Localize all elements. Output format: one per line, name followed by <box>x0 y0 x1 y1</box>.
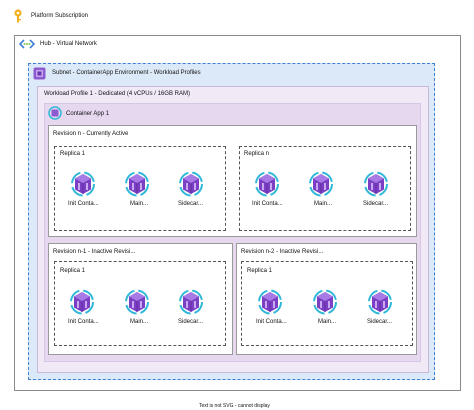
container-label: Sidecar... <box>367 319 393 325</box>
container-label: Main... <box>314 201 333 207</box>
container-icon <box>70 289 94 315</box>
replica-label: Replica 1 <box>60 151 86 157</box>
container-icon <box>368 289 392 315</box>
container-icon <box>309 171 333 197</box>
container-icon <box>179 171 203 197</box>
virtual-network-icon <box>19 39 35 49</box>
container-icon <box>125 171 149 197</box>
container-label: Init Conta... <box>252 201 283 207</box>
container-icon <box>364 171 388 197</box>
footer-note: Text is not SVG - cannot display <box>199 403 270 409</box>
container-app-label: Container App 1 <box>66 111 110 117</box>
container-icon <box>258 289 282 315</box>
container-label: Init Conta... <box>68 319 99 325</box>
subnet-label: Subnet - ContainerApp Environment - Work… <box>52 70 201 76</box>
container-apps-environment-icon <box>33 67 46 80</box>
hub-virtual-network-frame <box>14 35 461 391</box>
replica-label: Replica 1 <box>247 268 273 274</box>
container-label: Sidecar... <box>363 201 389 207</box>
replica-label: Replica 1 <box>60 268 86 274</box>
container-label: Main... <box>318 319 337 325</box>
container-label: Init Conta... <box>256 319 287 325</box>
container-label: Sidecar... <box>178 201 204 207</box>
container-label: Sidecar... <box>178 319 204 325</box>
container-icon <box>71 171 95 197</box>
revision-label: Revision n - Currently Active <box>53 131 129 137</box>
hub-label: Hub - Virtual Network <box>40 41 97 47</box>
container-icon <box>179 289 203 315</box>
replica-label: Replica n <box>244 151 270 157</box>
container-icon <box>255 171 279 197</box>
revision-label: Revision n-1 - Inactive Revisi... <box>53 249 136 255</box>
workload-profile-label: Workload Profile 1 - Dedicated (4 vCPUs … <box>44 91 190 97</box>
platform-subscription-label: Platform Subscription <box>31 13 89 19</box>
key-icon <box>13 9 23 23</box>
container-icon <box>313 289 337 315</box>
container-icon <box>125 289 149 315</box>
container-label: Main... <box>130 201 149 207</box>
revision-label: Revision n-2 - Inactive Revisi... <box>241 249 324 255</box>
container-app-icon <box>48 106 62 120</box>
container-label: Init Conta... <box>68 201 99 207</box>
container-label: Main... <box>130 319 149 325</box>
